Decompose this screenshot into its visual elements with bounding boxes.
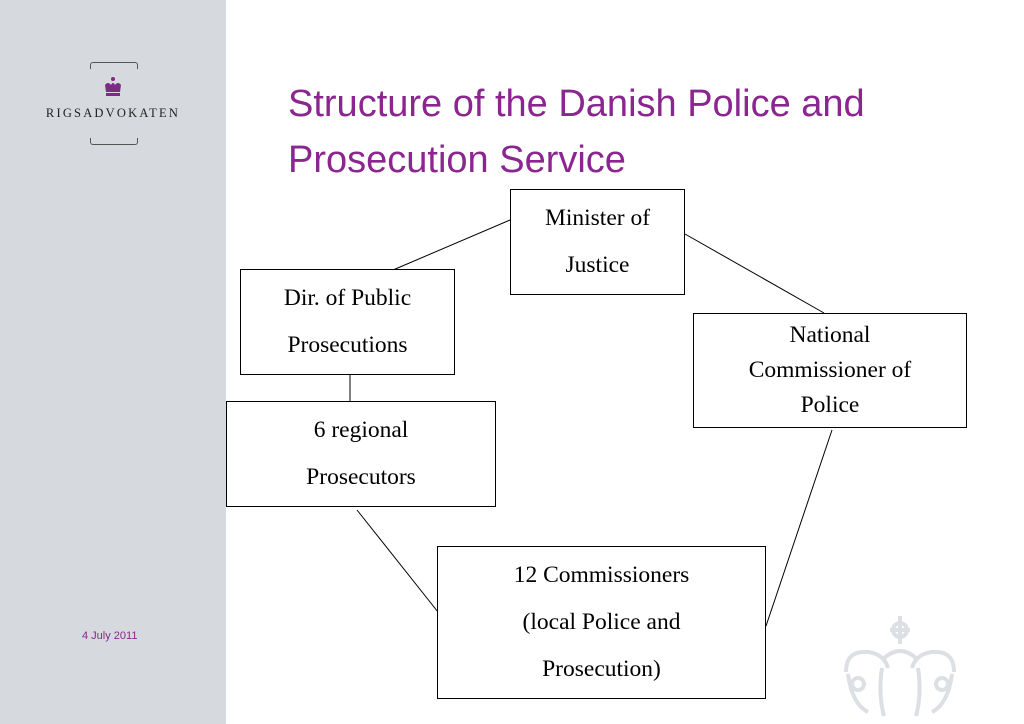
watermark-crown-icon <box>844 616 956 717</box>
node-line: National <box>789 322 871 348</box>
sidebar: RIGSADVOKATEN 4 July 2011 <box>0 0 226 724</box>
node-line: (local Police and <box>522 609 681 635</box>
node-12-commissioners: 12 Commissioners (local Police and Prose… <box>437 546 766 699</box>
node-regional-prosecutors: 6 regional Prosecutors <box>226 401 496 507</box>
edge-regional-commissioners <box>356 509 439 613</box>
footer-date: 4 July 2011 <box>82 630 138 642</box>
node-line: Dir. of Public <box>283 285 412 311</box>
node-line: Prosecutions <box>287 332 408 358</box>
node-line: Police <box>800 392 860 418</box>
node-dir-public-prosecutions: Dir. of Public Prosecutions <box>240 269 455 375</box>
node-line: Prosecution) <box>542 656 661 682</box>
node-line: Minister of <box>544 205 651 231</box>
node-line: 6 regional <box>313 417 409 443</box>
logo-bracket-top <box>90 62 138 69</box>
node-line: Commissioner of <box>748 357 912 383</box>
crown-icon <box>105 77 121 96</box>
edge-ncp-commissioners <box>765 429 833 627</box>
logo-text: RIGSADVOKATEN <box>45 106 181 120</box>
node-line: Prosecutors <box>306 464 416 490</box>
node-line: 12 Commissioners <box>513 562 690 588</box>
node-minister-of-justice: Minister of Justice <box>510 189 685 295</box>
edge-minister-ncp <box>684 233 825 314</box>
slide-title: Structure of the Danish Police and Prose… <box>288 83 865 181</box>
node-national-commissioner: National Commissioner of Police <box>693 313 967 428</box>
logo-bracket-bottom <box>90 138 138 145</box>
edge-minister-dpp <box>392 219 511 271</box>
rigsadvokaten-logo: RIGSADVOKATEN <box>30 62 196 146</box>
node-line: Justice <box>565 252 630 278</box>
